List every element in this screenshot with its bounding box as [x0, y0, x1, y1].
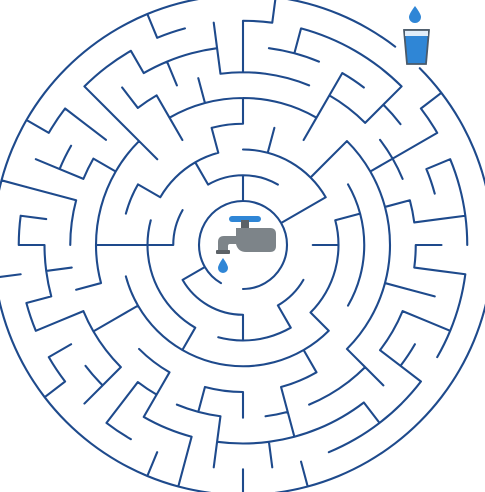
- water-drop: [218, 258, 228, 273]
- water-glass-icon: [403, 6, 430, 65]
- faucet-body: [236, 228, 276, 252]
- faucet-spout: [218, 236, 238, 252]
- faucet-icon: [216, 216, 276, 273]
- glass-water-drop: [409, 6, 421, 23]
- glass-water: [404, 30, 429, 64]
- faucet-handle: [229, 216, 261, 222]
